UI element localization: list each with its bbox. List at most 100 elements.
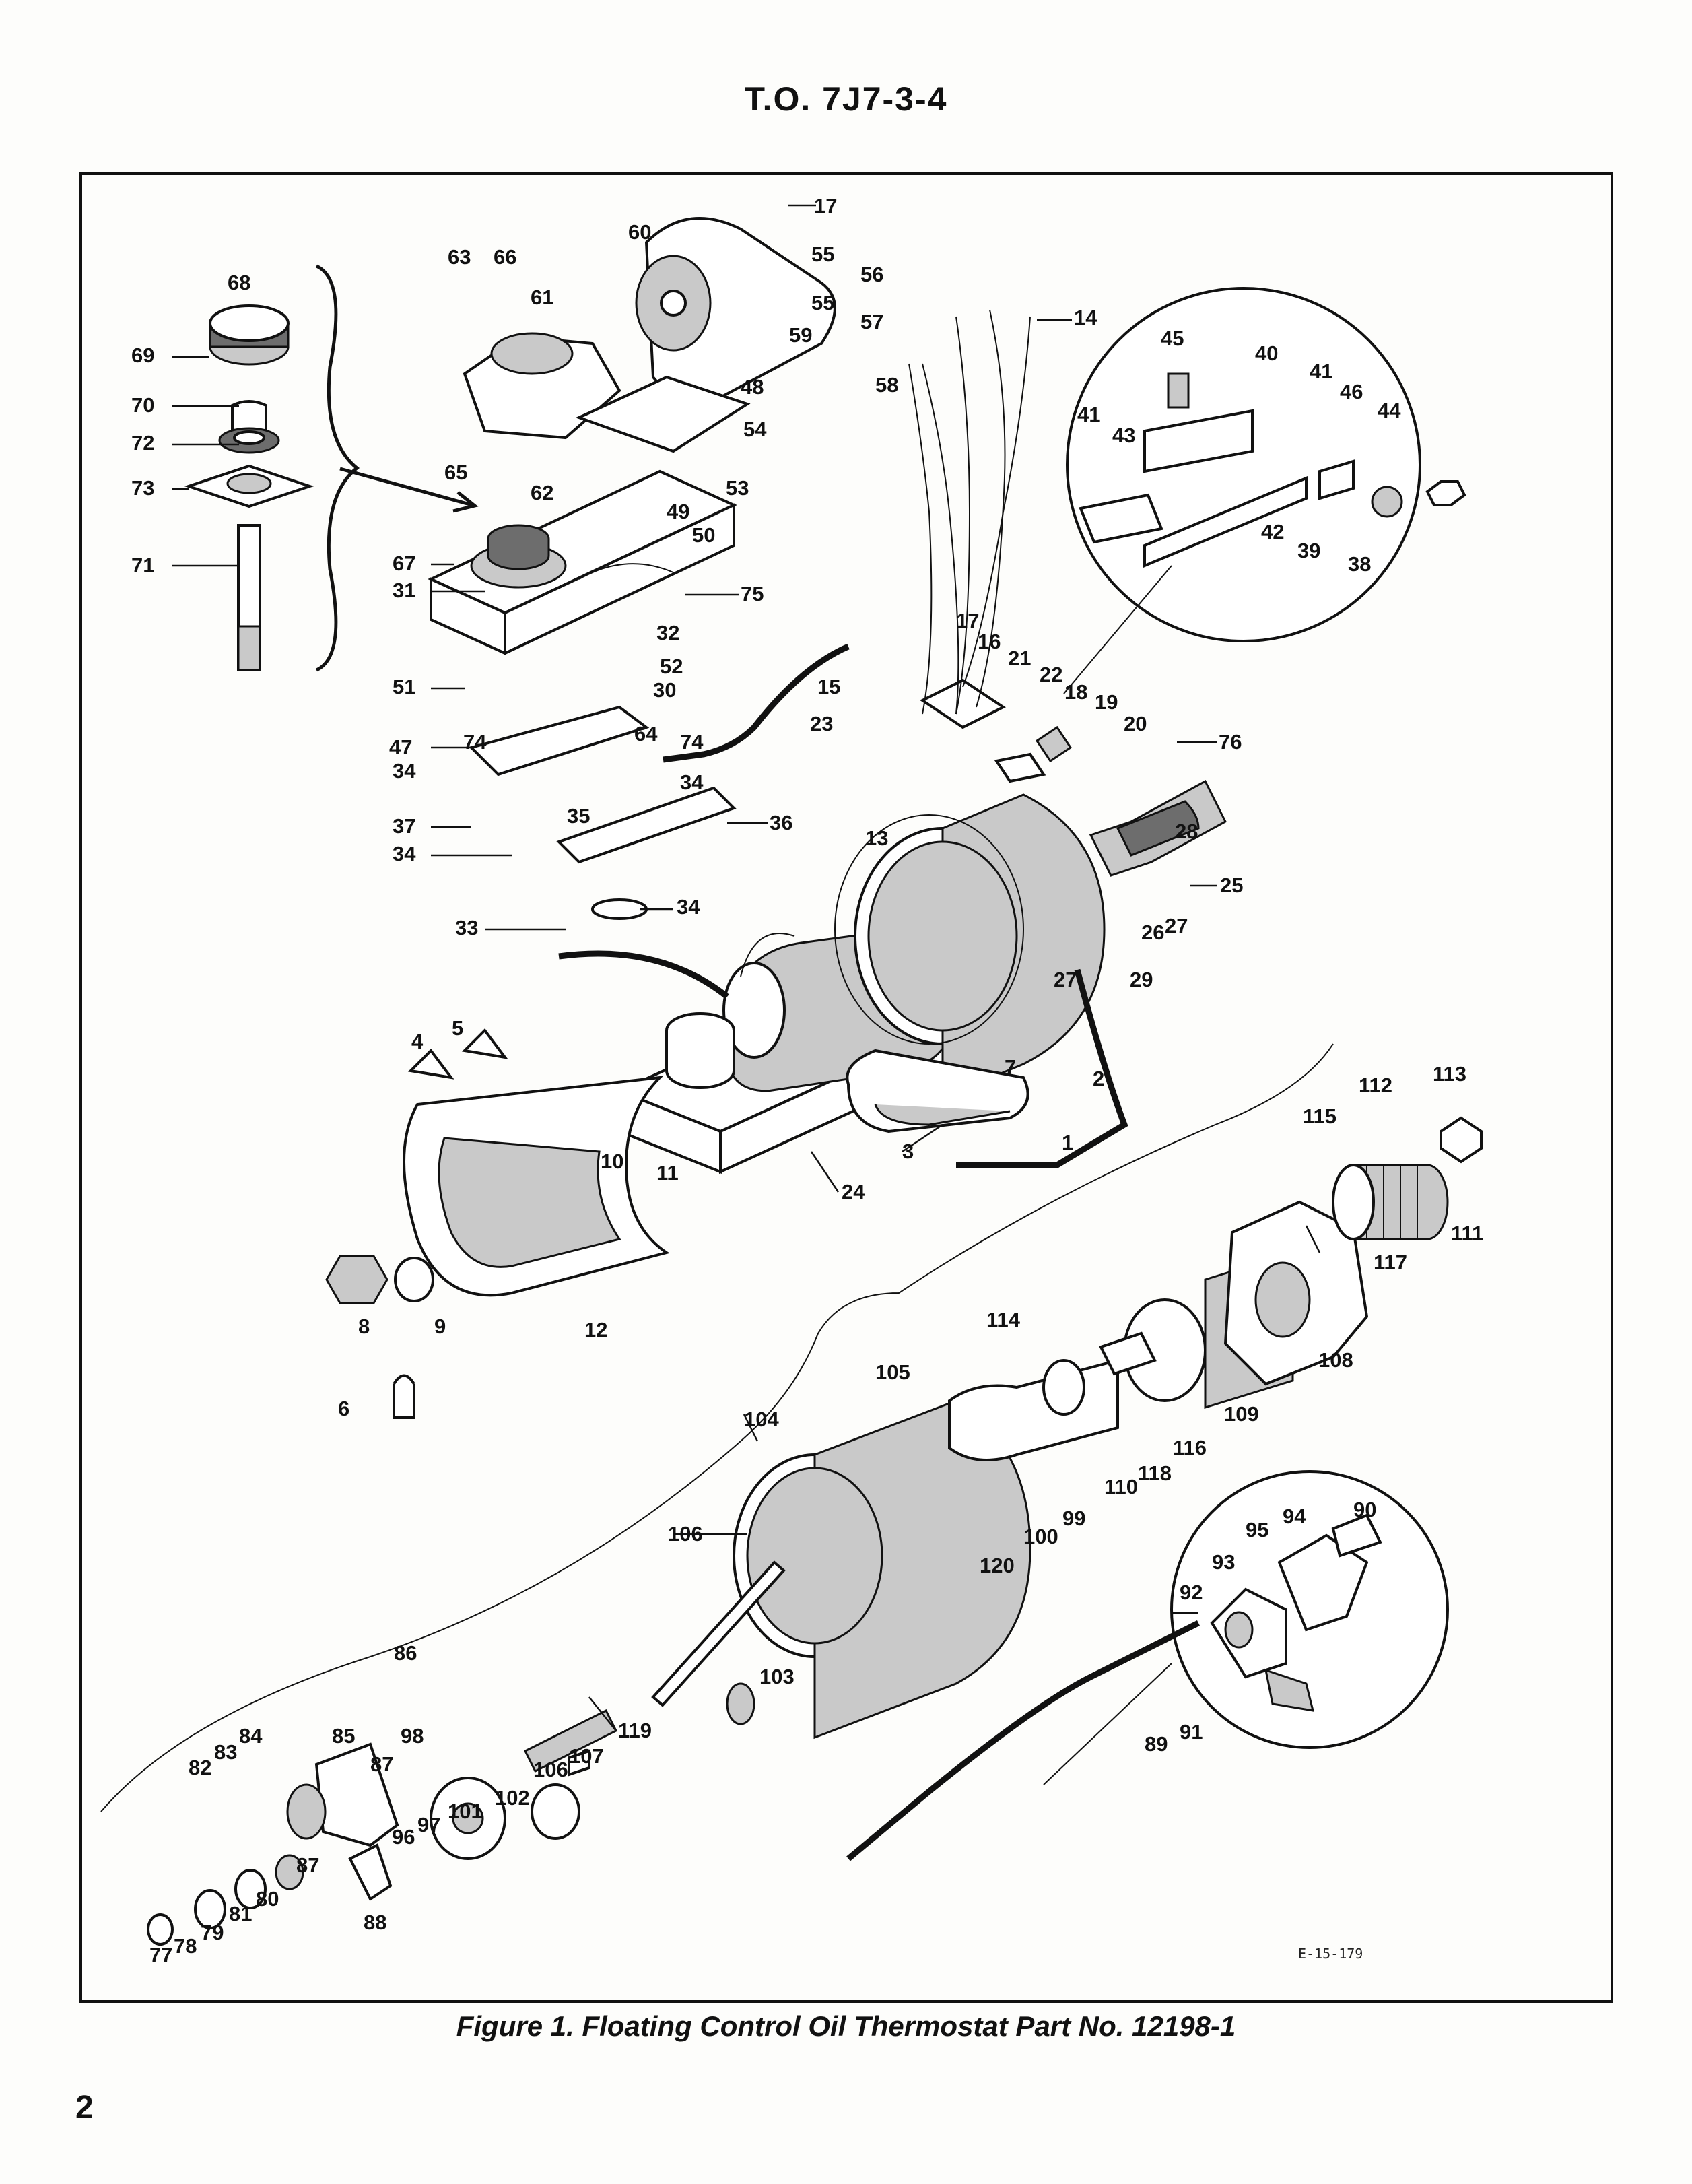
drawing-number: E-15-179 [1298, 1946, 1363, 1962]
shaft-linkage [100, 1043, 1334, 1946]
callout-20: 20 [1124, 712, 1147, 735]
callout-62: 62 [531, 481, 553, 504]
parts-drawing [100, 217, 1483, 1946]
callout-16: 16 [978, 630, 1001, 653]
spring [1332, 1116, 1483, 1240]
callout-90: 90 [1353, 1498, 1376, 1521]
callout-48: 48 [741, 375, 764, 399]
callout-76: 76 [1219, 730, 1242, 754]
callout-95: 95 [1246, 1518, 1268, 1542]
callout-5: 5 [452, 1016, 463, 1040]
callout-43: 43 [1112, 424, 1135, 447]
callout-54: 54 [743, 418, 767, 441]
callout-8: 8 [358, 1315, 370, 1338]
callout-112: 112 [1359, 1073, 1392, 1097]
callout-65: 65 [444, 461, 467, 484]
callout-68: 68 [228, 271, 250, 294]
callout-91: 91 [1180, 1720, 1203, 1744]
callout-21: 21 [1008, 647, 1031, 670]
callout-104: 104 [744, 1408, 779, 1431]
callout-99: 99 [1062, 1507, 1085, 1530]
callout-105: 105 [875, 1360, 910, 1384]
callout-83: 83 [214, 1740, 237, 1764]
arrow-housing [956, 968, 1128, 1168]
document-id: T.O. 7J7-3-4 [744, 80, 948, 118]
callout-30: 30 [653, 678, 676, 702]
callout-labels: 1 2 3 4 5 6 7 8 9 10 11 12 13 14 15 16 1… [131, 194, 1483, 1966]
callout-24: 24 [842, 1180, 865, 1203]
callout-93: 93 [1212, 1550, 1235, 1574]
callout-32: 32 [656, 621, 679, 644]
callout-89: 89 [1145, 1732, 1168, 1756]
main-housing [834, 678, 1227, 1133]
callout-102: 102 [495, 1786, 530, 1810]
callout-79: 79 [201, 1921, 224, 1944]
callout-96: 96 [392, 1825, 415, 1849]
callout-44: 44 [1378, 399, 1401, 422]
callout-72: 72 [131, 431, 154, 455]
callout-9: 9 [434, 1315, 446, 1338]
callout-34a: 34 [393, 759, 416, 783]
callout-4: 4 [411, 1030, 424, 1053]
callout-52: 52 [660, 655, 683, 678]
callout-98: 98 [401, 1724, 424, 1748]
callout-74a: 74 [463, 730, 487, 754]
callout-60: 60 [628, 220, 651, 244]
callout-18: 18 [1064, 680, 1087, 704]
callout-115: 115 [1303, 1104, 1336, 1128]
callout-70: 70 [131, 393, 154, 417]
callout-22: 22 [1040, 663, 1062, 686]
cover [403, 1028, 670, 1297]
callout-12: 12 [584, 1318, 607, 1342]
callout-118: 118 [1138, 1461, 1172, 1485]
callout-28: 28 [1175, 820, 1198, 843]
callout-39: 39 [1297, 539, 1320, 562]
lower-bellows-assembly [726, 1200, 1369, 1740]
callout-81: 81 [229, 1902, 252, 1925]
callout-84: 84 [239, 1724, 263, 1748]
callout-75: 75 [741, 582, 764, 605]
callout-49: 49 [667, 500, 689, 523]
callout-77: 77 [149, 1943, 172, 1966]
callout-41b: 41 [1310, 360, 1332, 383]
figure-caption: Figure 1. Floating Control Oil Thermosta… [456, 2010, 1236, 2042]
callout-87a: 87 [370, 1752, 393, 1776]
callout-107: 107 [569, 1744, 604, 1768]
callout-101: 101 [448, 1799, 483, 1823]
callout-120: 120 [980, 1554, 1015, 1577]
callout-40: 40 [1255, 341, 1278, 365]
wiring-harness [908, 309, 1031, 715]
callout-25: 25 [1220, 873, 1243, 897]
callout-19: 19 [1095, 690, 1118, 714]
callout-31: 31 [393, 578, 415, 602]
callout-7: 7 [1005, 1055, 1016, 1079]
callout-51: 51 [393, 675, 415, 698]
leader-lines [172, 204, 1321, 1731]
callout-42: 42 [1261, 520, 1284, 543]
arrow-upper [663, 643, 850, 763]
motor-base-subassembly [428, 217, 836, 920]
callout-38: 38 [1348, 552, 1371, 576]
callout-119: 119 [618, 1719, 652, 1742]
callout-27: 27 [1165, 914, 1188, 937]
callout-110: 110 [1104, 1475, 1138, 1498]
callout-17: 17 [814, 194, 837, 218]
figure-frame [79, 172, 1613, 2003]
callout-103: 103 [759, 1665, 794, 1688]
callout-97: 97 [417, 1813, 440, 1836]
callout-108: 108 [1318, 1348, 1353, 1372]
callout-80: 80 [256, 1887, 279, 1911]
callout-6: 6 [338, 1397, 349, 1420]
callout-59: 59 [789, 323, 812, 347]
callout-82: 82 [189, 1756, 211, 1779]
callout-85: 85 [332, 1724, 355, 1748]
plug-washer [325, 1255, 434, 1419]
callout-117: 117 [1374, 1251, 1407, 1274]
callout-56: 56 [860, 263, 883, 286]
callout-109: 109 [1224, 1402, 1259, 1426]
callout-23: 23 [810, 712, 833, 735]
callout-116: 116 [1173, 1436, 1207, 1459]
callout-53: 53 [726, 476, 749, 500]
callout-36: 36 [770, 811, 792, 834]
